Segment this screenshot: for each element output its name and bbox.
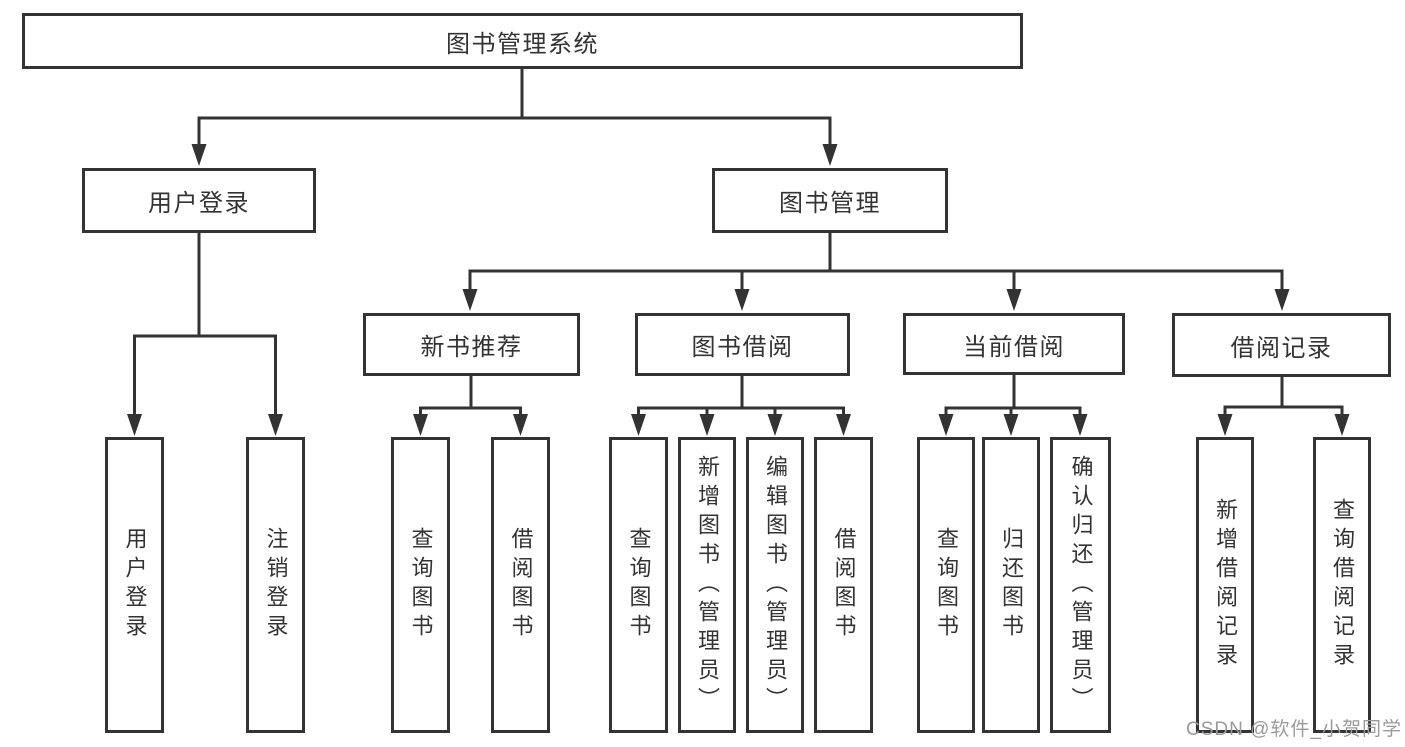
watermark: CSDN @软件_小贺同学 xyxy=(1186,719,1402,740)
leaf-add-books-admin: 新增图书（管理员） xyxy=(678,437,736,733)
connector-borrowing-records-to-leaves xyxy=(1217,377,1350,436)
connector-book-borrowing-to-leaves xyxy=(631,376,851,436)
leaf-confirm-return-admin: 确认归还（管理员） xyxy=(1050,437,1111,733)
leaf-query-books-borrowing: 查询图书 xyxy=(609,437,668,733)
leaf-return-books: 归还图书 xyxy=(982,437,1040,733)
leaf-borrow-books-borrowing: 借阅图书 xyxy=(814,437,873,733)
node-new-book-recommendation: 新书推荐 xyxy=(363,313,580,376)
node-user-login: 用户登录 xyxy=(82,168,316,233)
leaf-borrow-books-recommendation: 借阅图书 xyxy=(491,437,550,733)
leaf-user-login: 用户登录 xyxy=(105,437,164,733)
leaf-query-books-recommendation: 查询图书 xyxy=(391,437,450,733)
connector-user-login-to-leaves xyxy=(127,233,283,436)
node-library-management-system: 图书管理系统 xyxy=(22,13,1023,69)
connector-new-book-recommendation-to-leaves xyxy=(413,376,528,436)
connector-book-management-to-level3 xyxy=(462,233,1290,311)
node-current-borrowing: 当前借阅 xyxy=(903,313,1125,375)
connector-current-borrowing-to-leaves xyxy=(938,375,1088,436)
leaf-query-books-current: 查询图书 xyxy=(917,437,975,733)
node-book-management: 图书管理 xyxy=(712,168,948,233)
leaf-edit-books-admin: 编辑图书（管理员） xyxy=(746,437,804,733)
leaf-query-borrow-record: 查询借阅记录 xyxy=(1313,437,1371,733)
leaf-add-borrow-record: 新增借阅记录 xyxy=(1196,437,1254,733)
node-borrowing-records: 借阅记录 xyxy=(1172,313,1391,377)
connector-root-to-level2 xyxy=(191,67,838,166)
leaf-logout: 注销登录 xyxy=(246,437,305,733)
node-book-borrowing: 图书借阅 xyxy=(635,313,850,376)
